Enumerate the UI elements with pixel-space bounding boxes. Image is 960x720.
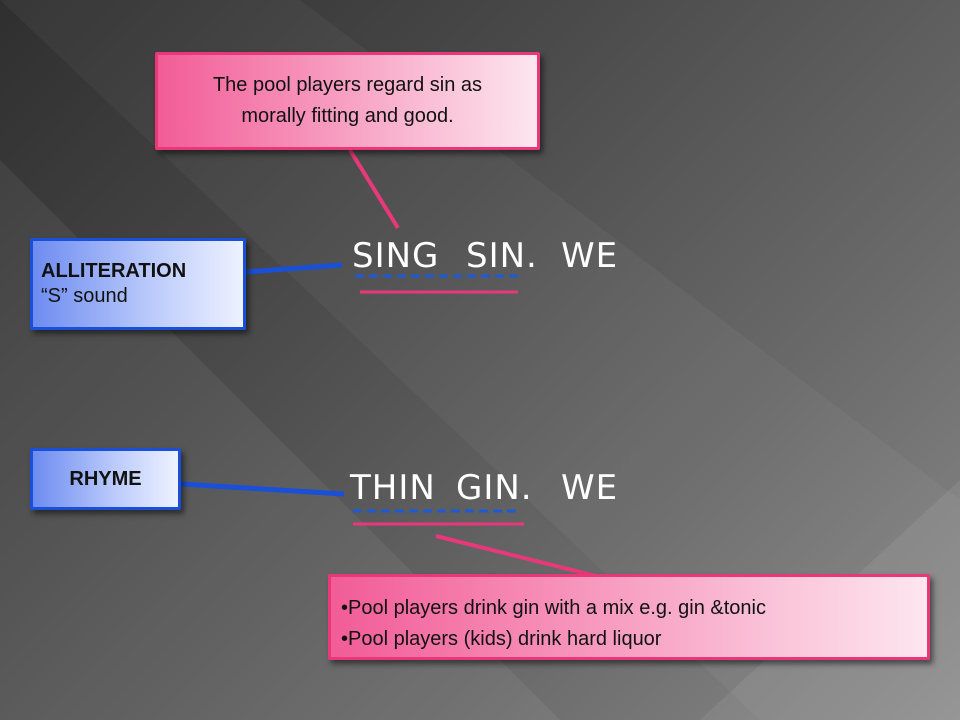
rhyme-callout: RHYME bbox=[30, 448, 181, 510]
top-note-callout: The pool players regard sin as morally f… bbox=[155, 52, 540, 150]
verse-line-1-word-1: SING bbox=[352, 236, 440, 276]
verse-line-1-word-3: WE bbox=[561, 236, 619, 276]
alliteration-callout: ALLITERATION “S” sound bbox=[30, 238, 246, 330]
bottom-note-connector bbox=[435, 534, 605, 580]
top-note-connector bbox=[348, 148, 400, 230]
bottom-note-bullet-1: •Pool players drink gin with a mix e.g. … bbox=[341, 597, 766, 619]
verse-line-2-word-2: GIN. bbox=[456, 468, 533, 508]
alliteration-title: ALLITERATION bbox=[41, 260, 187, 282]
top-note-line-2: morally fitting and good. bbox=[241, 105, 454, 127]
alliteration-connector bbox=[245, 262, 343, 275]
verse-line-2-word-3: WE bbox=[561, 468, 619, 508]
verse-line-1-word-2: SIN. bbox=[466, 236, 538, 276]
bottom-note-callout: •Pool players drink gin with a mix e.g. … bbox=[328, 574, 930, 660]
top-note-line-1: The pool players regard sin as bbox=[212, 74, 483, 96]
verse-line-2-word-1: THIN bbox=[350, 468, 436, 508]
rhyme-label: RHYME bbox=[69, 467, 142, 490]
bottom-note-bullet-2: •Pool players (kids) drink hard liquor bbox=[341, 628, 662, 650]
alliteration-subtitle: “S” sound bbox=[41, 285, 128, 307]
rhyme-connector bbox=[180, 481, 345, 497]
